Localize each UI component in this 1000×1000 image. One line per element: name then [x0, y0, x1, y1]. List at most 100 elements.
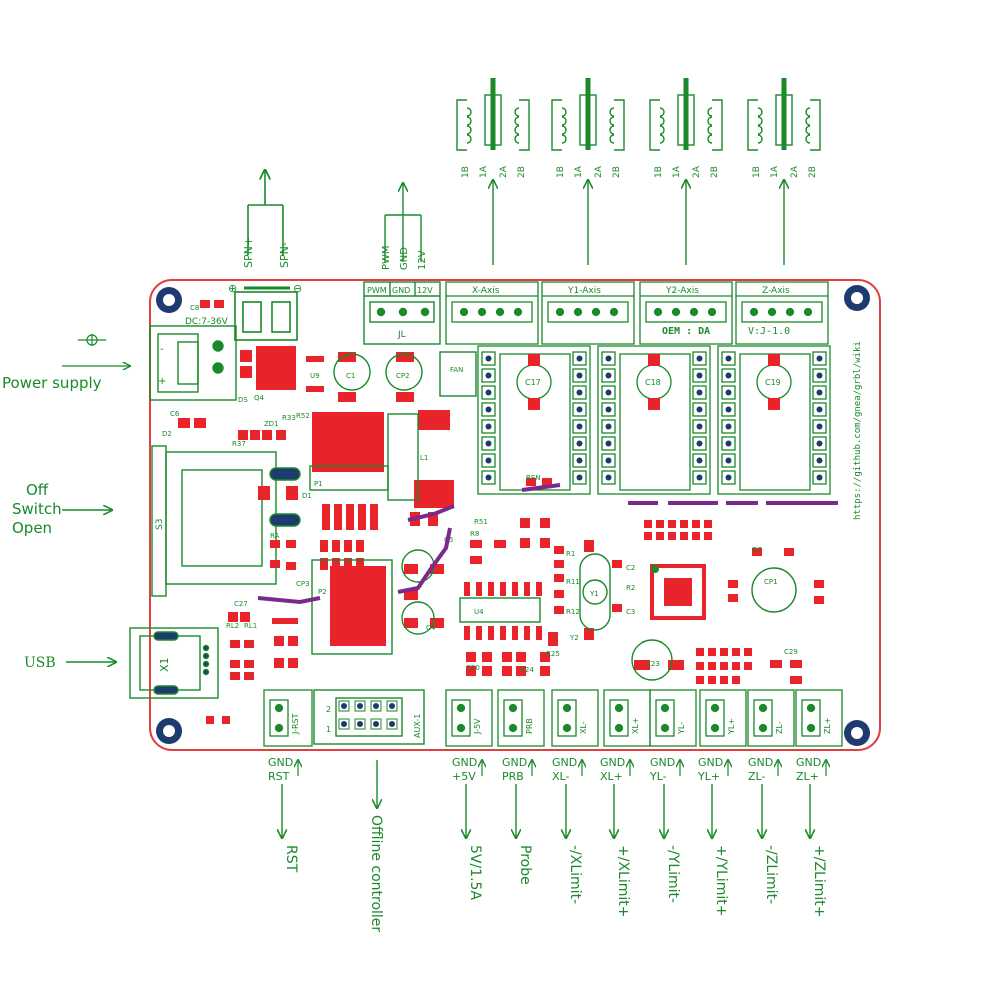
motor-2-pin-2A: 2A — [594, 165, 604, 178]
pad-132 — [668, 520, 676, 528]
gnd-label-xlm: GND — [552, 756, 577, 769]
pin-label-xlp: XL+ — [600, 770, 623, 783]
pad-9 — [370, 504, 378, 530]
stepper-motor-3 — [649, 78, 723, 265]
pad-112 — [696, 662, 704, 670]
pin-label-ylm: YL- — [649, 770, 667, 783]
pad-131 — [656, 520, 664, 528]
pad-122 — [790, 660, 802, 668]
pcb-board-outline — [149, 279, 881, 751]
part-label-Y2: Y2 — [569, 634, 579, 642]
rotated-label-zlp: +/ZLimit+ — [811, 845, 827, 917]
pad-71 — [502, 652, 512, 662]
jl-gnd: GND — [392, 286, 410, 295]
part-label-CP1: CP1 — [764, 578, 778, 586]
aux-pin-1-1 — [354, 718, 366, 730]
version-label: V:J-1.0 — [748, 326, 790, 337]
pad-19 — [286, 486, 298, 500]
part-label-ZD1: ZD1 — [264, 420, 279, 428]
connector-label-zl+: ZL+ — [823, 717, 832, 734]
pad-37 — [464, 582, 470, 596]
pad-82 — [288, 636, 298, 646]
connector-label-xl+: XL+ — [631, 717, 640, 734]
pad-118 — [708, 676, 716, 684]
connector-xl+ — [603, 689, 651, 747]
pad-47 — [500, 626, 506, 640]
pad-89 — [230, 660, 240, 668]
pad-51 — [470, 540, 482, 548]
pad-46 — [488, 626, 494, 640]
gnd-label-xlp: GND — [600, 756, 625, 769]
pad-102 — [250, 430, 260, 440]
cap-C18: C18 — [645, 378, 661, 387]
part-label-DS: DS — [238, 396, 248, 404]
part-label-C3: C3 — [626, 608, 635, 616]
motor-4-pin-2B: 2B — [808, 166, 818, 178]
connector-label-yl+: YL+ — [727, 718, 736, 735]
off-switch-label-1: Off — [26, 481, 49, 499]
aux-label: AUX-1 — [413, 714, 422, 738]
motor-1-pin-2B: 2B — [517, 166, 527, 178]
pad-60 — [554, 574, 564, 582]
pad-123 — [790, 676, 802, 684]
part-label-C23: C23 — [646, 660, 660, 668]
motor-3-pin-1B: 1B — [654, 166, 664, 178]
spindle-connector: ⊕ ⊖ — [228, 170, 302, 341]
pad-2 — [418, 410, 450, 430]
part-label-R51: R51 — [474, 518, 488, 526]
cap-C19: C19 — [765, 378, 781, 387]
pad-70 — [482, 666, 492, 676]
pad-99 — [262, 430, 272, 440]
pad-124 — [752, 548, 762, 556]
pad-85 — [228, 612, 238, 622]
pad-8 — [358, 504, 366, 530]
pad-125 — [784, 548, 794, 556]
pad-86 — [240, 612, 250, 622]
pad-139 — [680, 532, 688, 540]
mounting-holes — [156, 285, 870, 746]
pin-label-xlm: XL- — [552, 770, 569, 783]
pad-138 — [668, 532, 676, 540]
pad-48 — [512, 626, 518, 640]
pad-98 — [214, 300, 224, 308]
pad-84 — [288, 658, 298, 668]
spn-plus-label: SPN+ — [242, 237, 255, 268]
p2-outline — [311, 559, 393, 655]
part-label-P1: P1 — [314, 480, 323, 488]
pad-90 — [244, 660, 254, 668]
pad-63 — [584, 540, 594, 552]
connector-label-yl-: YL- — [677, 722, 686, 735]
axis-connector-3 — [639, 281, 733, 345]
part-label-C4: C4 — [426, 624, 436, 632]
pad-57 — [540, 538, 550, 548]
part-label-D7: D7 — [752, 546, 762, 554]
driver-socket-3 — [717, 345, 831, 495]
gnd-label: GND — [399, 247, 410, 270]
pad-33 — [430, 564, 444, 574]
part-label-D2: D2 — [162, 430, 172, 438]
motor-2-pin-1B: 1B — [556, 166, 566, 178]
part-label-RA: RA — [270, 532, 280, 540]
part-label-R2: R2 — [626, 584, 635, 592]
stepper-motor-2 — [551, 78, 625, 265]
pad-133 — [680, 520, 688, 528]
aux-pins — [338, 700, 398, 730]
pad-59 — [554, 560, 564, 568]
pad-28 — [320, 558, 328, 570]
pad-25 — [332, 540, 340, 552]
pad-97 — [200, 300, 210, 308]
axis-label-3: Y2-Axis — [665, 286, 699, 296]
pad-52 — [494, 540, 506, 548]
pad-12 — [306, 356, 324, 362]
aux-pin-0-0 — [338, 700, 350, 712]
p1-outline — [309, 465, 389, 491]
motor-4-pin-1A: 1A — [770, 165, 780, 178]
pad-23 — [286, 562, 296, 570]
dc-label: DC:7-36V — [185, 317, 229, 327]
cap-c23 — [631, 639, 673, 681]
pad-3 — [414, 480, 454, 508]
jl-12v: 12V — [417, 286, 433, 295]
rotated-label-offline: Offline controller — [368, 815, 384, 932]
